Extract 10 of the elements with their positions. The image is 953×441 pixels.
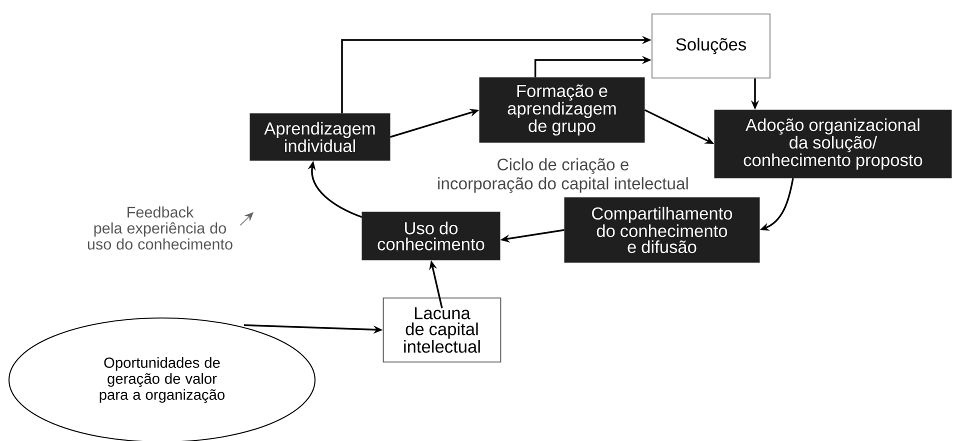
process-box: Uso do conhecimento — [362, 212, 500, 260]
process-box: Compartilhamento do conhecimento e difusão — [564, 197, 760, 263]
cycle-label: Ciclo de criação e — [498, 158, 628, 174]
cycle-label: incorporação do capital intelectual — [438, 177, 688, 193]
gap-box: Lacuna de capital intelectual — [382, 297, 502, 363]
feedback-text: Feedback pela experiência do uso do conhecimento — [88, 206, 232, 250]
process-box: Aprendizagem individual — [250, 113, 390, 161]
process-box: Adoção organizacional da solução/ conhecimento proposto — [714, 110, 952, 178]
solution-box: Soluções — [651, 13, 771, 79]
process-box: Formação e aprendizagem de grupo — [479, 77, 645, 143]
